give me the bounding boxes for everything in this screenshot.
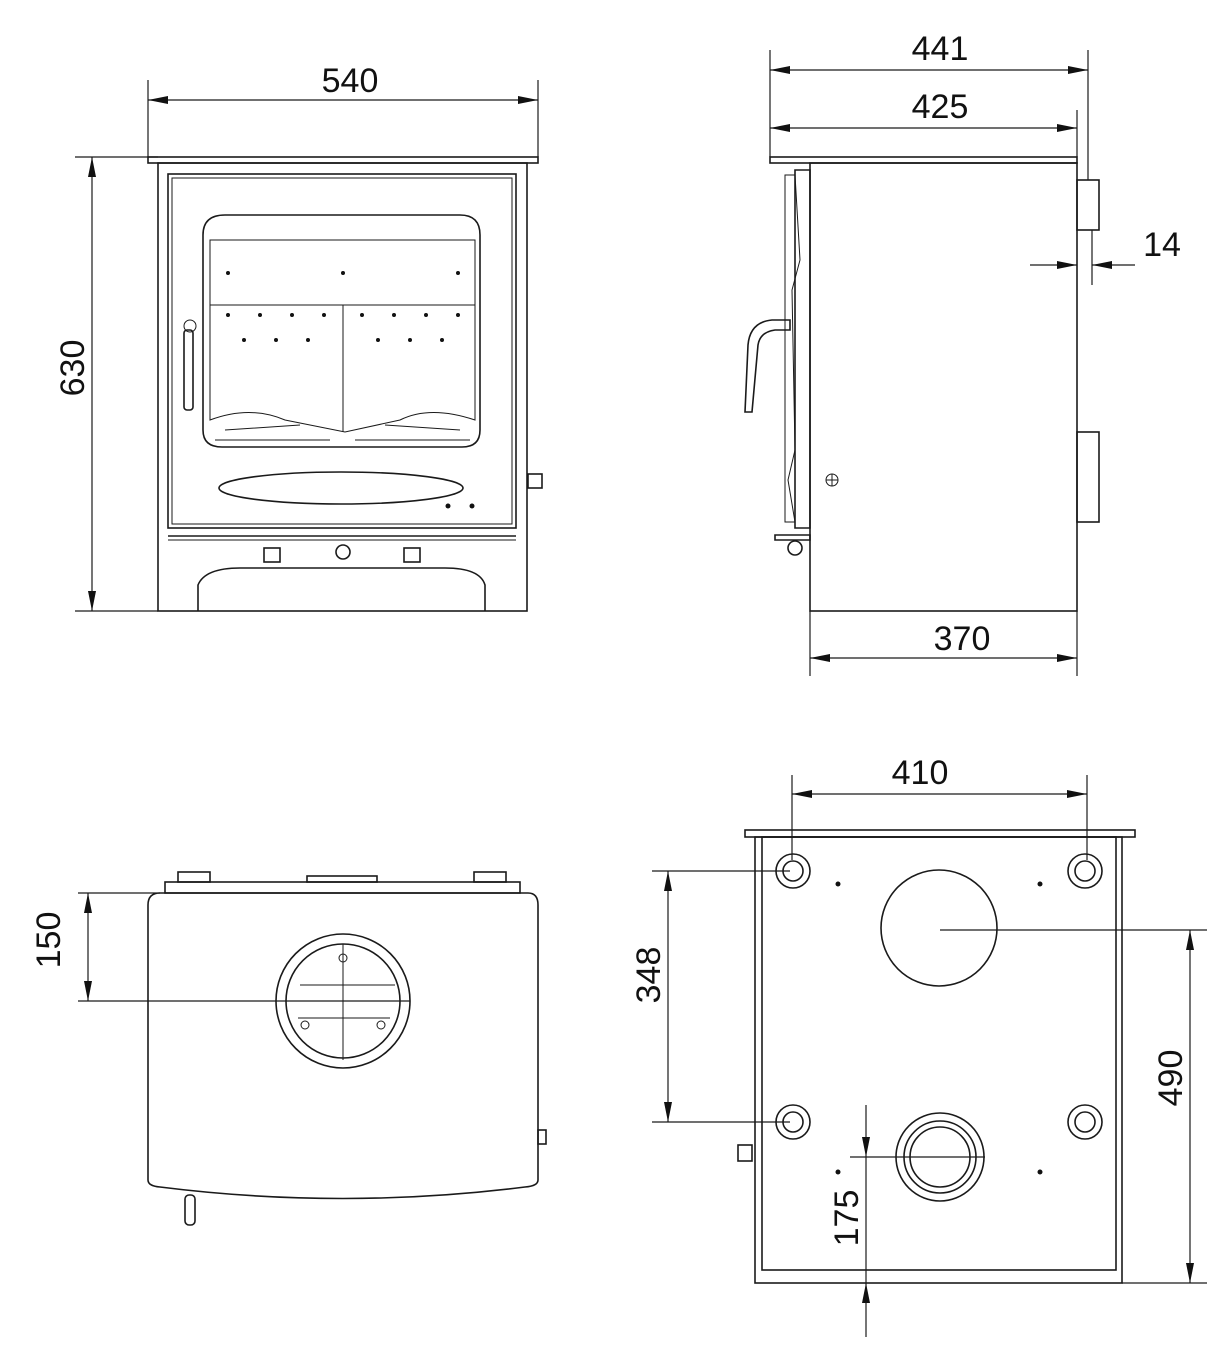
dim-overall-depth: 441: [912, 30, 969, 68]
dim-top-flue: 490: [1152, 1050, 1190, 1107]
dim-top-depth: 425: [912, 88, 969, 126]
dim-front-width: 540: [322, 62, 379, 100]
dim-front-height: 630: [54, 340, 92, 397]
dim-rear-flue: 175: [828, 1190, 866, 1247]
side-view: 441 425 14 370: [744, 30, 1181, 676]
dim-body-depth: 370: [934, 620, 991, 658]
side-handle-icon: [744, 319, 791, 413]
dim-feet-width: 410: [892, 754, 949, 792]
dim-rear-offset: 14: [1143, 226, 1181, 264]
front-view: 540 630: [54, 62, 543, 612]
foot-icon: [775, 853, 1103, 1140]
door-handle-icon: [183, 329, 194, 411]
dim-feet-depth: 348: [630, 947, 668, 1004]
top-view: 150: [30, 871, 547, 1226]
dim-flue-offset: 150: [30, 912, 68, 969]
underside-view: 410 348 490 175: [630, 754, 1207, 1337]
